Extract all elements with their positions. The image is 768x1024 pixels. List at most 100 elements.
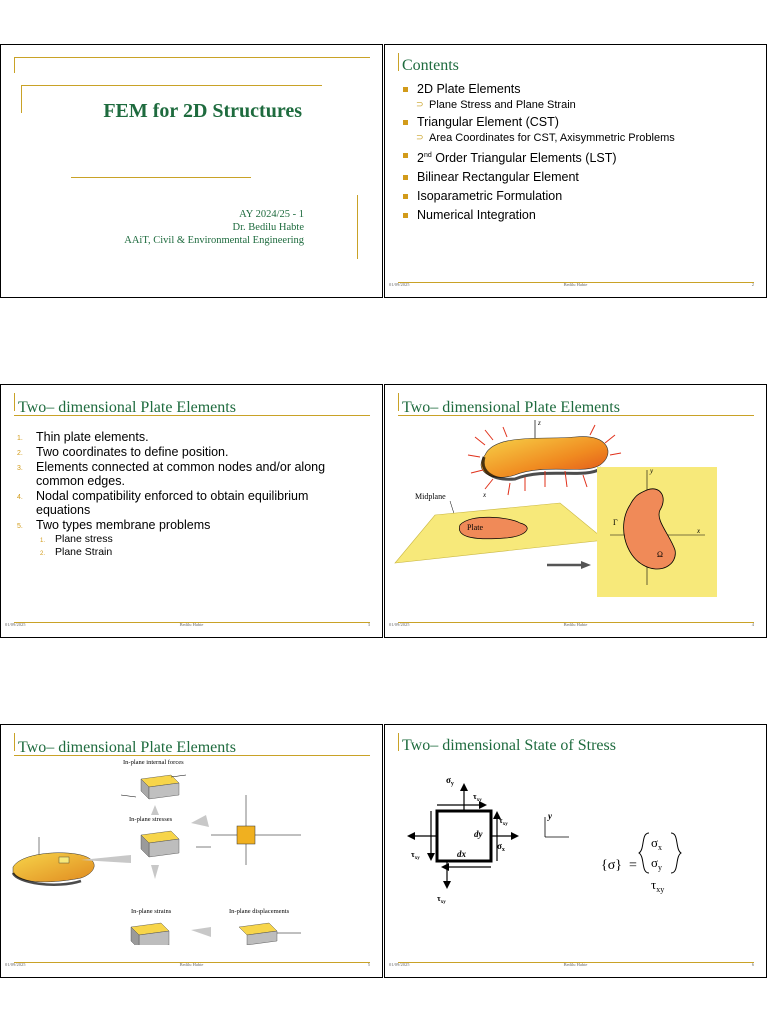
- force-element: [120, 774, 187, 800]
- left-rule: [14, 393, 15, 411]
- numbered-list: 1.Thin plate elements. 2.Two coordinates…: [13, 430, 333, 559]
- tau-xy-label: τxy: [411, 850, 420, 861]
- title-rule: [398, 415, 754, 416]
- title-left-rule: [21, 85, 22, 113]
- plate-diagram: z x y Midplane Plate y x Γ Ω: [394, 419, 717, 597]
- dy-label: dy: [474, 829, 484, 839]
- left-rule: [398, 53, 399, 71]
- slide-title: Two– dimensional State of Stress: [402, 737, 616, 754]
- svg-text:=: =: [629, 858, 637, 873]
- displacements-label: In-plane displacements: [229, 908, 290, 915]
- bullet-icon: [403, 175, 408, 181]
- lecturer-name: Dr. Bedilu Habte: [232, 222, 304, 233]
- list-item: 2nd Order Triangular Elements (LST): [403, 148, 675, 166]
- boundary-label: Γ: [613, 518, 618, 527]
- footer-rule: [398, 962, 754, 963]
- list-subitem: ⊃Area Coordinates for CST, Axisymmetric …: [416, 132, 675, 144]
- stress-element-diagram: σy τxy σx τxy τxy τxy dy dx y {σ}: [407, 775, 682, 905]
- mid-rule: [71, 177, 251, 178]
- contents-list: 2D Plate Elements ⊃Plane Stress and Plan…: [403, 80, 675, 227]
- slide-title: Two– dimensional Plate Elements: [18, 399, 236, 416]
- slide-title: Two– dimensional Plate Elements: [402, 399, 620, 416]
- axis-label: x: [482, 491, 487, 499]
- axis-label: y: [649, 467, 654, 475]
- deck-title: FEM for 2D Structures: [103, 100, 302, 122]
- sigma-x-label: σx: [497, 841, 505, 853]
- strain-stack: [130, 922, 211, 945]
- axis-label: y: [547, 811, 553, 821]
- midplane-label: Midplane: [415, 492, 446, 501]
- slide-contents: Contents 2D Plate Elements ⊃Plane Stress…: [384, 44, 767, 298]
- strains-label: In-plane strains: [131, 908, 172, 915]
- svg-text:σx: σx: [651, 835, 662, 852]
- element-square: [435, 809, 493, 863]
- title-rule: [21, 85, 322, 86]
- left-rule: [398, 733, 399, 751]
- top-rule: [14, 57, 370, 58]
- bullet-icon: [403, 194, 408, 200]
- footer-rule: [14, 962, 370, 963]
- stress-vector: {σ} = σx σy τxy: [601, 832, 682, 894]
- list-item: Numerical Integration: [403, 208, 675, 223]
- slide-plate-figure: Two– dimensional Plate Elements z x y Mi…: [384, 384, 767, 638]
- slide-plate-elements-list: Two– dimensional Plate Elements 1.Thin p…: [0, 384, 383, 638]
- arrow-bullet-icon: ⊃: [416, 99, 424, 109]
- footer-rule: [14, 622, 370, 623]
- dx-label: dx: [457, 849, 467, 859]
- sigma-y-label: σy: [446, 775, 454, 787]
- domain-label: Ω: [657, 550, 663, 559]
- forces-label: In-plane internal forces: [123, 759, 184, 766]
- academic-year: AY 2024/25 - 1: [239, 209, 304, 220]
- bullet-icon: [403, 87, 408, 92]
- department: AAiT, Civil & Environmental Engineering: [124, 235, 304, 246]
- axis-label: z: [537, 419, 541, 427]
- footer-rule: [398, 622, 754, 623]
- slide-title: Two– dimensional Plate Elements: [18, 739, 236, 756]
- tau-xy-label: τxy: [473, 792, 482, 803]
- plate-3d: [11, 837, 131, 886]
- slide-state-of-stress: Two– dimensional State of Stress σy τxy …: [384, 724, 767, 978]
- bullet-icon: [403, 153, 408, 158]
- axis-label: x: [696, 527, 701, 535]
- title-rule: [14, 415, 370, 416]
- bullet-icon: [403, 120, 408, 125]
- svg-text:{σ}: {σ}: [601, 858, 622, 873]
- left-rule: [14, 57, 15, 73]
- inplane-diagram: In-plane internal forces In-plane stress…: [11, 759, 301, 945]
- title-rule: [14, 755, 370, 756]
- stresses-label: In-plane stresses: [129, 816, 173, 823]
- list-item: 2.Two coordinates to define position.: [17, 445, 229, 459]
- left-rule: [398, 393, 399, 411]
- list-item: 5.Two types membrane problems: [17, 518, 211, 532]
- list-item: 1.Thin plate elements.: [17, 430, 149, 444]
- tau-xy-label: τxy: [499, 816, 508, 827]
- plate-label: Plate: [467, 523, 483, 532]
- list-subitem: ⊃Plane Stress and Plane Strain: [416, 99, 576, 111]
- slide-title: FEM for 2D Structures AY 2024/25 - 1 Dr.…: [0, 44, 383, 298]
- list-subitem: 1.Plane stress: [40, 533, 113, 545]
- displacement-element: [238, 922, 301, 945]
- svg-text:τxy: τxy: [651, 877, 664, 894]
- stress-element: [191, 795, 301, 865]
- stress-stack: [140, 830, 211, 858]
- list-item: 2D Plate Elements: [403, 82, 675, 97]
- list-subitem: 2.Plane Strain: [40, 546, 113, 558]
- svg-text:σy: σy: [651, 855, 662, 872]
- list-item: 3.Elements connected at common nodes and…: [17, 460, 326, 488]
- bullet-icon: [403, 213, 408, 219]
- author-block: AY 2024/25 - 1 Dr. Bedilu Habte AAiT, Ci…: [124, 208, 304, 247]
- right-rule: [357, 195, 358, 259]
- slide-inplane-figure: Two– dimensional Plate Elements In-plane…: [0, 724, 383, 978]
- arrow-bullet-icon: ⊃: [416, 132, 424, 142]
- footer-rule: [398, 282, 754, 283]
- slide-title: Contents: [402, 57, 459, 74]
- list-item: Bilinear Rectangular Element: [403, 170, 675, 185]
- list-item: Triangular Element (CST): [403, 115, 675, 130]
- list-item: 4.Nodal compatibility enforced to obtain…: [17, 489, 309, 517]
- tau-xy-label: τxy: [437, 894, 446, 905]
